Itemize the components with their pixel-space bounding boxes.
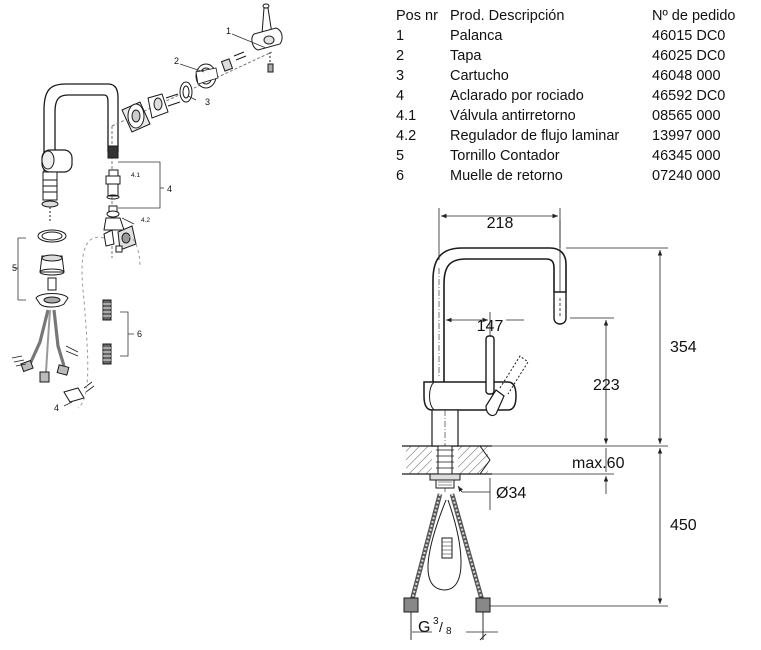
row-pos: 2	[396, 48, 405, 64]
row-order: 46015 DC0	[652, 28, 726, 44]
row-order: 07240 000	[652, 168, 721, 184]
dim-lever-reach: 147	[477, 318, 504, 335]
cartridge-part	[179, 81, 193, 103]
row-pos: 4	[396, 88, 405, 104]
countertop-section	[402, 445, 492, 475]
dim-spout-reach: 218	[487, 215, 514, 232]
header-order: Nº de pedido	[652, 8, 736, 24]
parts-table-header: Pos nr Prod. Descripción Nº de pedido	[396, 6, 752, 26]
table-row: 6 Muelle de retorno 07240 000	[396, 166, 752, 186]
cartridge-body	[121, 93, 181, 133]
dim-outlet-height: 223	[593, 377, 620, 394]
header-desc: Prod. Descripción	[450, 8, 565, 24]
row-desc: Aclarado por rociado	[450, 88, 584, 104]
mounting-parts	[35, 229, 69, 308]
callout-label: 1	[226, 26, 231, 36]
spray-parts	[103, 145, 137, 253]
table-row: 2 Tapa 46025 DC0	[396, 46, 752, 66]
dim-hole-diameter: Ø34	[496, 485, 526, 502]
row-pos: 3	[396, 68, 405, 84]
exploded-view: 1 2 3 4.1 4 4.2 5 6 4	[11, 3, 283, 413]
faucet-body	[423, 220, 567, 492]
cap-part	[195, 63, 219, 89]
dim-thread: G 3 / 8	[418, 616, 452, 637]
row-pos: 6	[396, 168, 405, 184]
row-desc: Regulador de flujo laminar	[450, 128, 620, 144]
parts-table: Pos nr Prod. Descripción Nº de pedido 1 P…	[396, 6, 752, 186]
table-row: 1 Palanca 46015 DC0	[396, 26, 752, 46]
row-desc: Muelle de retorno	[450, 168, 563, 184]
dimension-lines	[412, 208, 668, 633]
row-pos: 4.2	[396, 128, 417, 144]
callout-label: 3	[205, 97, 210, 107]
row-desc: Tapa	[450, 48, 482, 64]
header-pos: Pos nr	[396, 8, 438, 24]
lever-part	[251, 3, 283, 73]
row-order: 13997 000	[652, 128, 721, 144]
table-row: 4.1 Válvula antirretorno 08565 000	[396, 106, 752, 126]
dim-total-height: 354	[670, 339, 697, 356]
callout-label: 5	[12, 263, 17, 273]
row-order: 08565 000	[652, 108, 721, 124]
dim-max-deck: max.60	[572, 455, 625, 472]
dimension-view: 218 147 354 223 max.60 Ø34 450 G 3 / 8	[402, 208, 697, 641]
thread-denominator: 8	[446, 626, 452, 637]
callout-label: 4	[167, 184, 172, 194]
row-pos: 5	[396, 148, 405, 164]
row-pos: 1	[396, 28, 405, 44]
supply-hoses	[11, 309, 95, 403]
faucet-body-exploded	[41, 83, 119, 222]
dimension-labels: 218 147 354 223 max.60 Ø34 450 G 3 / 8	[418, 215, 697, 637]
thread-slash: /	[439, 619, 443, 635]
dim-hose-length: 450	[670, 517, 697, 534]
counterweight-parts	[102, 299, 112, 365]
row-desc: Palanca	[450, 28, 503, 44]
thread-prefix: G	[418, 619, 430, 636]
callout-label: 2	[174, 56, 179, 66]
callout-label: 4.2	[141, 217, 150, 224]
thread-numerator: 3	[433, 616, 439, 627]
table-row: 3 Cartucho 46048 000	[396, 66, 752, 86]
row-order: 46048 000	[652, 68, 721, 84]
callout-label: 4	[54, 403, 59, 413]
row-order: 46345 000	[652, 148, 721, 164]
row-order: 46025 DC0	[652, 48, 726, 64]
row-desc: Tornillo Contador	[450, 148, 560, 164]
row-pos: 4.1	[396, 108, 417, 124]
table-row: 4 Aclarado por rociado 46592 DC0	[396, 86, 752, 106]
table-row: 5 Tornillo Contador 46345 000	[396, 146, 752, 166]
callout-label: 4.1	[131, 172, 140, 179]
callout-leaders	[14, 33, 267, 407]
row-desc: Cartucho	[450, 68, 509, 84]
row-desc: Válvula antirretorno	[450, 108, 576, 124]
callout-labels: 1 2 3 4.1 4 4.2 5 6 4	[12, 26, 231, 413]
callout-label: 6	[137, 329, 142, 339]
faucet-hoses	[403, 493, 491, 641]
row-order: 46592 DC0	[652, 88, 726, 104]
table-row: 4.2 Regulador de flujo laminar 13997 000	[396, 126, 752, 146]
